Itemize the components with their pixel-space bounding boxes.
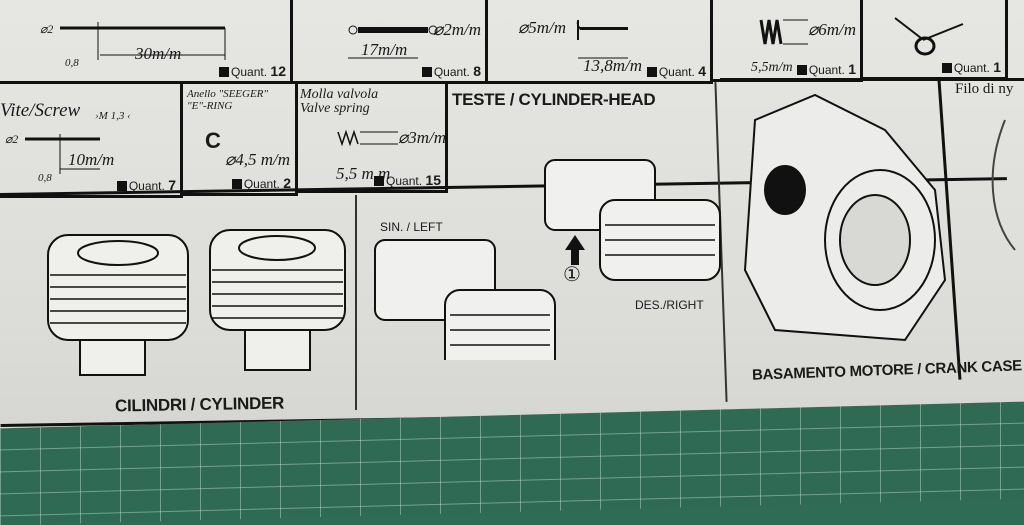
cylinders-drawing — [47, 229, 346, 376]
torsion-spring-drawing — [894, 17, 964, 56]
cylinder-title: CILINDRI / CYLINDER — [114, 393, 285, 416]
step-number: ① — [563, 264, 581, 286]
cylinder-head-drawing — [374, 159, 721, 360]
instruction-sheet: ⌀2 30m/m 0,8 Quant. 12 ⌀2m/m 17m/m Quant… — [0, 0, 1024, 455]
valve-spring-drawing — [337, 129, 398, 147]
part-spring-6mm: ⌀6m/m 5,5m/m Quant. 1 — [710, 0, 863, 82]
coil-spring-drawing — [759, 19, 808, 45]
cylinder-head-title: TESTE / CYLINDER-HEAD — [452, 90, 656, 109]
e-ring-glyph: C — [205, 128, 221, 153]
divider — [355, 195, 357, 410]
quantity: Quant. 12 — [219, 63, 286, 79]
part-screw: Vite/Screw ›M 1,3 ‹ ⌀2 10m/m 0,8 Quant. … — [0, 81, 183, 198]
quantity: Quant. 1 — [942, 59, 1001, 75]
quantity: Quant. 8 — [422, 63, 481, 79]
part-pin-30mm: ⌀2 30m/m 0,8 Quant. 12 — [0, 0, 293, 84]
quantity: Quant. 15 — [374, 172, 441, 188]
spring-drawing — [348, 25, 438, 59]
part-valve-spring: Molla valvola Valve spring ⌀3m/m 5,5 m.m… — [295, 81, 448, 193]
valve-drawing — [576, 20, 628, 59]
part-e-ring: Anello "SEEGER" "E"-RING C ⌀4,5 m/m Quan… — [180, 81, 298, 196]
wire-title: Filo di ny — [955, 81, 1014, 97]
quantity: Quant. 4 — [647, 63, 706, 79]
wire-drawing — [991, 119, 1016, 251]
part-spring-17mm: ⌀2m/m 17m/m Quant. 8 — [290, 0, 488, 84]
screw-drawing — [25, 134, 100, 174]
divider — [720, 78, 1024, 81]
part-torsion-spring: Quant. 1 — [860, 0, 1008, 80]
part-valve: ⌀5m/m 13,8m/m Quant. 4 — [485, 0, 713, 84]
pin-drawing — [60, 22, 226, 60]
quantity: Quant. 7 — [117, 177, 176, 193]
crankcase-drawing — [743, 93, 947, 342]
quantity: Quant. 1 — [797, 61, 856, 77]
quantity: Quant. 2 — [232, 175, 291, 191]
